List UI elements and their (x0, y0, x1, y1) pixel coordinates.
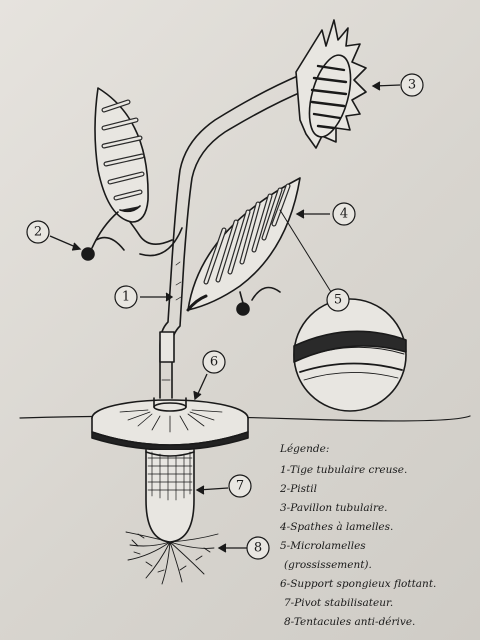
callout-5: 5 (334, 293, 342, 308)
callout-7: 7 (236, 479, 244, 494)
legend-item: 1-Tige tubulaire creuse. (280, 464, 408, 476)
legend-item: 5-Microlamelles (280, 540, 366, 552)
legend-item: 3-Pavillon tubulaire. (280, 502, 388, 514)
callout-arrows (49, 81, 401, 553)
legend-item: 8-Tentacules anti-dérive. (284, 616, 416, 628)
legend-item: 6-Support spongieux flottant. (280, 578, 437, 590)
callout-8: 8 (254, 541, 262, 556)
upper-spathe (94, 87, 149, 223)
callout-circle-7 (228, 474, 252, 498)
legend-title: Légende: (280, 443, 330, 455)
legend-item: 2-Pistil (280, 483, 317, 495)
callout-6: 6 (210, 355, 218, 370)
callout-circle-4 (332, 202, 356, 226)
callout-circle-2 (26, 220, 50, 244)
tubular-pavilion (295, 19, 367, 149)
lower-spathe (186, 177, 301, 312)
callout-4: 4 (340, 207, 348, 222)
callout-circle-8 (246, 536, 270, 560)
callout-3: 3 (408, 78, 416, 93)
legend-item: (grossissement). (284, 559, 372, 571)
callout-circle-6 (202, 350, 226, 374)
anti-drift-tentacles (125, 531, 219, 585)
floating-support (91, 397, 249, 451)
legend: Légende: 1-Tige tubulaire creuse. 2-Pist… (280, 440, 475, 632)
callout-circle-1 (114, 285, 138, 309)
tubular-stem (159, 74, 307, 399)
pistil-left (81, 211, 125, 261)
pistil-right (236, 286, 281, 316)
callout-2: 2 (34, 225, 42, 240)
callout-circle-5 (326, 288, 350, 312)
stabilizing-pivot (145, 449, 195, 543)
legend-item: 7-Pivot stabilisateur. (284, 597, 394, 609)
microlamellae-magnification (279, 209, 407, 412)
callout-1: 1 (122, 290, 130, 305)
legend-item: 4-Spathes à lamelles. (280, 521, 394, 533)
callout-circle-3 (400, 73, 424, 97)
